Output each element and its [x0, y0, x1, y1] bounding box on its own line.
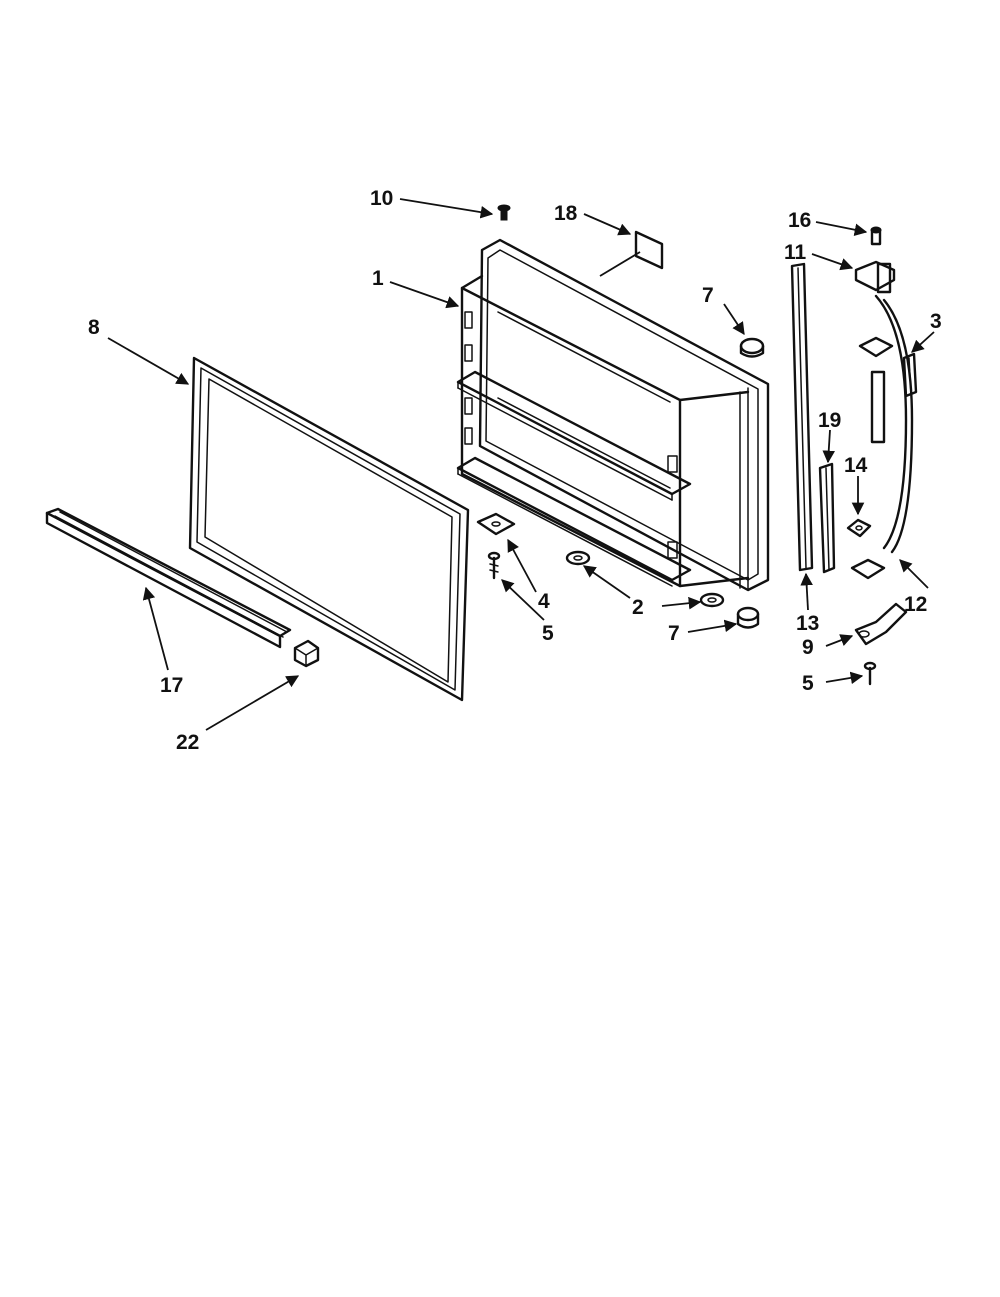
callout-13: 13: [796, 612, 819, 635]
top-hinge-part-11: [854, 260, 896, 294]
door-stop-part-2-right: [699, 592, 725, 608]
label-part-18: [634, 230, 664, 270]
door-stop-part-2-left: [565, 550, 591, 566]
screw-part-5-right: [863, 661, 877, 686]
callout-2: 2: [632, 596, 644, 619]
callout-5-left: 5: [542, 622, 554, 645]
door-handle-part-12: [850, 294, 914, 580]
callout-1: 1: [372, 267, 384, 290]
callout-7-bottom: 7: [668, 622, 680, 645]
screw-part-10: [497, 204, 511, 221]
callout-7-top: 7: [702, 284, 714, 307]
callout-19: 19: [818, 409, 841, 432]
callout-17: 17: [160, 674, 183, 697]
callout-3: 3: [930, 310, 942, 333]
handle-insert-part-3: [902, 352, 918, 398]
callout-5-right: 5: [802, 672, 814, 695]
leader-lines: [107, 198, 935, 731]
bottom-hinge-part-9: [854, 602, 908, 646]
callout-16: 16: [788, 209, 811, 232]
callout-labels: 10 18 16 11 1 7 3 8 19 14 4 2 12 5 7 13 …: [88, 187, 942, 754]
callout-11: 11: [784, 241, 807, 264]
callout-10: 10: [370, 187, 393, 210]
end-cap-part-22: [293, 639, 320, 668]
callout-14: 14: [844, 454, 868, 477]
plug-button-part-7-top: [739, 337, 765, 358]
callout-22: 22: [176, 731, 199, 754]
seal-strip-part-13: [790, 262, 814, 572]
plug-button-part-7-bottom: [736, 606, 760, 629]
callout-12: 12: [904, 593, 927, 616]
callout-9: 9: [802, 636, 814, 659]
magnet-strip-part-19: [818, 462, 836, 574]
door-liner-part-1: [456, 238, 770, 592]
callout-4: 4: [538, 590, 550, 613]
stop-bracket-part-4: [476, 512, 516, 536]
callout-8: 8: [88, 316, 100, 339]
handle-trim-part-17: [45, 507, 292, 649]
screw-part-5-left: [487, 551, 501, 580]
hinge-pin-part-16: [870, 226, 882, 246]
door-gasket-part-8: [188, 356, 470, 702]
nut-part-14: [846, 518, 872, 538]
callout-18: 18: [554, 202, 578, 225]
